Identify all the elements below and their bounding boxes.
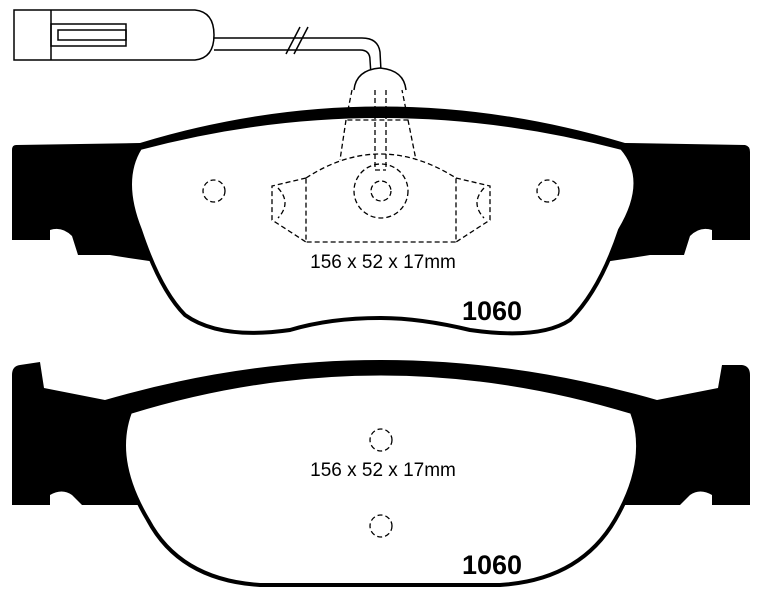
friction-material <box>128 114 638 336</box>
bottom-pad-dimensions: 156 x 52 x 17mm <box>310 460 456 481</box>
right-hole <box>536 179 560 203</box>
sensor-wire <box>214 37 383 91</box>
bottom-pad-part-number: 1060 <box>462 550 522 580</box>
top-brake-pad: 156 x 52 x 17mm 1060 <box>12 89 750 336</box>
wear-sensor <box>13 9 407 91</box>
sensor-slot-outline <box>271 89 491 243</box>
left-hole <box>202 179 226 203</box>
center-hole-outer <box>353 163 409 219</box>
top-pad-dimensions: 156 x 52 x 17mm <box>310 252 456 273</box>
center-hole-inner <box>370 180 392 202</box>
upper-hole <box>369 428 393 452</box>
lower-hole <box>369 514 393 538</box>
dashed-edge <box>107 369 656 411</box>
bottom-brake-pad: 156 x 52 x 17mm 1060 <box>12 360 750 587</box>
sensor-connector <box>13 9 215 61</box>
top-pad-part-number: 1060 <box>462 296 522 326</box>
friction-material <box>122 371 641 587</box>
